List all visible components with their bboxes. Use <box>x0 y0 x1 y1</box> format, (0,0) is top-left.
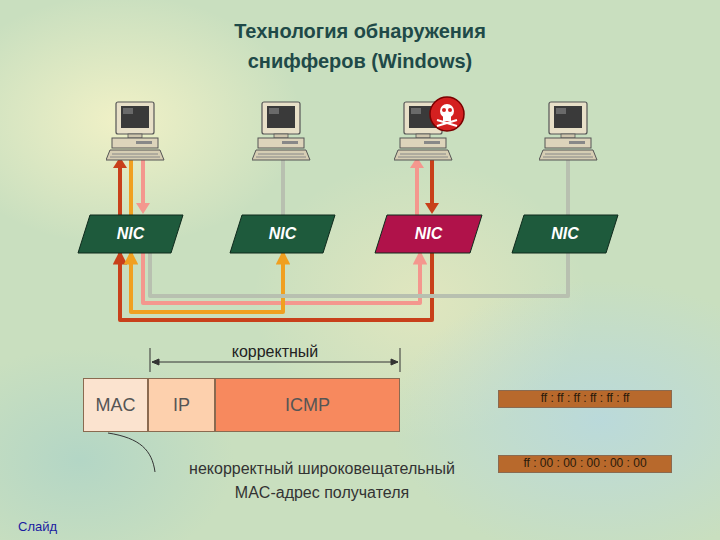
node-text: NIC <box>113 225 149 243</box>
node-text: ff : ff : ff : ff : ff : ff <box>537 392 634 406</box>
node-text: MAC <box>92 395 140 416</box>
mac-address-box: ff : ff : ff : ff : ff : ff <box>498 390 672 408</box>
dimension-label: корректный <box>200 340 350 364</box>
packet-field: IP <box>148 378 215 432</box>
computer <box>252 102 310 160</box>
node-text: ff : 00 : 00 : 00 : 00 : 00 <box>519 457 650 471</box>
packet-field: ICMP <box>215 378 400 432</box>
note: некорректный широковещательный MAC-адрес… <box>172 457 472 505</box>
node-text: ICMP <box>281 395 334 416</box>
skull-icon <box>430 97 464 131</box>
title: Технология обнаружения снифферов (Window… <box>190 16 530 76</box>
node-text: NIC <box>265 225 301 243</box>
nic-box: NIC <box>512 215 618 253</box>
nic-box: NIC <box>78 215 183 253</box>
leader-line <box>108 433 155 472</box>
node-text: NIC <box>547 225 583 243</box>
nic-box: NIC <box>230 215 335 253</box>
network-wire <box>120 253 432 320</box>
wire <box>113 157 568 215</box>
mac-address-box: ff : 00 : 00 : 00 : 00 : 00 <box>498 455 672 473</box>
computer <box>539 102 597 160</box>
node-text: IP <box>169 395 194 416</box>
packet-field: MAC <box>83 378 148 432</box>
network-wire <box>150 253 568 296</box>
network-wire <box>131 253 283 312</box>
nic-box: NIC <box>375 215 482 253</box>
slide-number: Слайд <box>18 517 98 537</box>
computer <box>106 102 164 160</box>
node-text: NIC <box>411 225 447 243</box>
